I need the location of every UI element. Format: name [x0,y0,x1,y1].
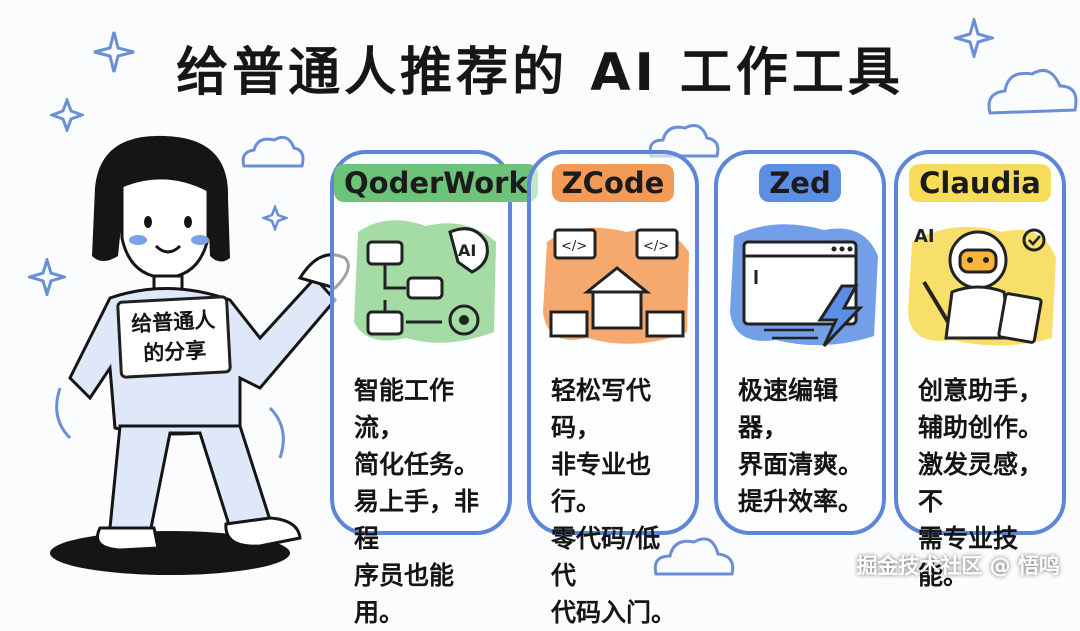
cloud-icon [241,135,305,168]
card-description: 极速编辑器， 界面清爽。 提升效率。 [738,376,864,516]
workflow-icon: AI [354,220,496,343]
star-icon [262,205,288,231]
cloud-icon [653,537,735,576]
card-description: 智能工作流， 简化任务。 易上手，非程 序员也能用。 [354,376,480,627]
star-icon [93,31,135,73]
code-window-icon: </> </> [543,227,689,344]
card-title: QoderWork [334,164,538,202]
watermark: 掘金技术社区 @ 悟鸣 [856,554,1060,578]
cloud-icon [648,124,720,158]
lightning-editor-icon [730,224,878,348]
star-icon [28,258,66,296]
card-title: Claudia [909,164,1051,202]
star-icon [954,18,994,58]
card-description: 轻松写代码， 非专业也行。 零代码/低代 代码入门。 [551,376,677,627]
svg-text:</>: </> [561,239,587,254]
card-title: ZCode [551,164,675,202]
icon-ai-label: AI [458,241,476,260]
card-zcode: ZCode </> </> 轻松写代码， 非专业也行。 零代码/低代 代码入门。 [527,150,699,627]
card-qoderwork: QoderWork AI 智能工作流， 简化任务。 易上手，非程 序员也能用。 [330,150,538,627]
card-title: Zed [759,164,841,202]
robot-assistant-icon: AI [908,226,1056,346]
card-description: 创意助手， 辅助创作。 激发灵感，不 需专业技能。 [918,376,1044,590]
svg-text:</>: </> [643,239,669,254]
sign-board: 给普通人 的分享 [116,295,232,379]
page-title: 给普通人推荐的 AI 工作工具 [176,43,904,103]
card-zed: Zed 极速编辑器， 界面清爽。 提升效率。 [714,150,886,535]
card-claudia: Claudia AI 创意助手， 辅助创作。 激发灵感，不 需专业技能。 [894,150,1066,590]
star-icon [50,98,84,132]
cloud-icon [987,69,1078,115]
icon-ai-label: AI [914,226,935,247]
